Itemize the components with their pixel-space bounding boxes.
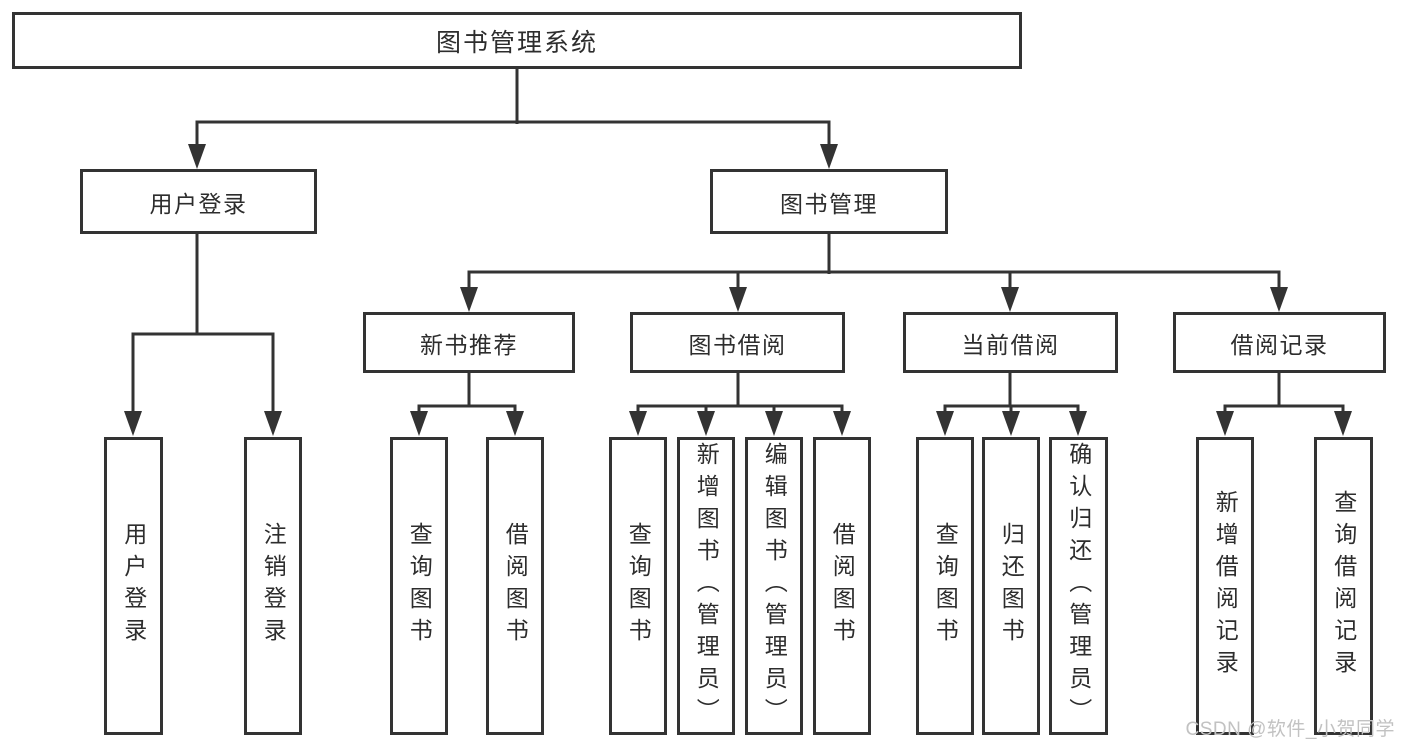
leaf-query-borrow-record: 查询借阅记录 <box>1314 437 1373 735</box>
leaf-user-login: 用户登录 <box>104 437 163 735</box>
arrow-down-icon <box>460 287 478 312</box>
node-label: 当前借阅 <box>961 331 1060 358</box>
leaf-borrow-books: 借阅图书 <box>813 437 871 735</box>
leaf-label: 查询图书 <box>932 522 959 650</box>
node-label: 借阅记录 <box>1230 331 1329 358</box>
leaf-label: 查询借阅记录 <box>1330 490 1357 682</box>
leaf-label: 借阅图书 <box>829 522 856 650</box>
leaf-query-books-recommend: 查询图书 <box>390 437 448 735</box>
arrow-down-icon <box>506 411 524 436</box>
arrow-down-icon <box>1334 411 1352 436</box>
leaf-confirm-return-admin: 确认归还（管理员） <box>1049 437 1108 735</box>
leaf-label: 借阅图书 <box>502 522 529 650</box>
node-book-management: 图书管理 <box>710 169 948 234</box>
arrow-down-icon <box>1001 287 1019 312</box>
leaf-label: 查询图书 <box>625 522 652 650</box>
leaf-label: 确认归还（管理员） <box>1065 442 1092 730</box>
arrow-down-icon <box>697 411 715 436</box>
leaf-query-books-borrow: 查询图书 <box>609 437 667 735</box>
node-label: 图书借阅 <box>688 331 787 358</box>
connector-path <box>131 68 1345 414</box>
node-label: 用户登录 <box>149 190 248 217</box>
arrow-down-icon <box>188 144 206 169</box>
leaf-add-borrow-record: 新增借阅记录 <box>1196 437 1254 735</box>
arrow-down-icon <box>820 144 838 169</box>
leaf-logout: 注销登录 <box>244 437 302 735</box>
leaf-label: 编辑图书（管理员） <box>761 442 788 730</box>
leaf-label: 归还图书 <box>998 522 1025 650</box>
arrow-down-icon <box>765 411 783 436</box>
arrow-down-icon <box>1069 411 1087 436</box>
arrow-down-icon <box>124 411 142 436</box>
leaf-edit-book-admin: 编辑图书（管理员） <box>745 437 803 735</box>
node-new-book-recommend: 新书推荐 <box>363 312 575 373</box>
arrow-down-icon <box>833 411 851 436</box>
node-user-login: 用户登录 <box>80 169 317 234</box>
arrow-down-icon <box>410 411 428 436</box>
node-book-borrow: 图书借阅 <box>630 312 845 373</box>
leaf-return-books: 归还图书 <box>982 437 1040 735</box>
watermark: CSDN @软件_小贺同学 <box>1185 719 1395 740</box>
node-label: 图书管理系统 <box>435 28 598 57</box>
leaf-borrow-books-recommend: 借阅图书 <box>486 437 544 735</box>
leaf-label: 新增图书（管理员） <box>693 442 720 730</box>
arrow-down-icon <box>264 411 282 436</box>
arrow-down-icon <box>1216 411 1234 436</box>
leaf-label: 注销登录 <box>260 522 287 650</box>
node-current-borrow: 当前借阅 <box>903 312 1118 373</box>
arrow-down-icon <box>1002 411 1020 436</box>
node-label: 图书管理 <box>780 190 878 217</box>
arrow-down-icon <box>729 287 747 312</box>
arrow-down-icon <box>1270 287 1288 312</box>
leaf-label: 查询图书 <box>406 522 433 650</box>
node-root-system: 图书管理系统 <box>12 12 1022 69</box>
leaf-add-book-admin: 新增图书（管理员） <box>677 437 735 735</box>
leaf-label: 用户登录 <box>120 522 147 650</box>
node-label: 新书推荐 <box>420 331 518 358</box>
arrow-down-icon <box>936 411 954 436</box>
leaf-label: 新增借阅记录 <box>1212 490 1239 682</box>
leaf-query-books-current: 查询图书 <box>916 437 974 735</box>
node-borrow-records: 借阅记录 <box>1173 312 1386 373</box>
arrow-down-icon <box>629 411 647 436</box>
